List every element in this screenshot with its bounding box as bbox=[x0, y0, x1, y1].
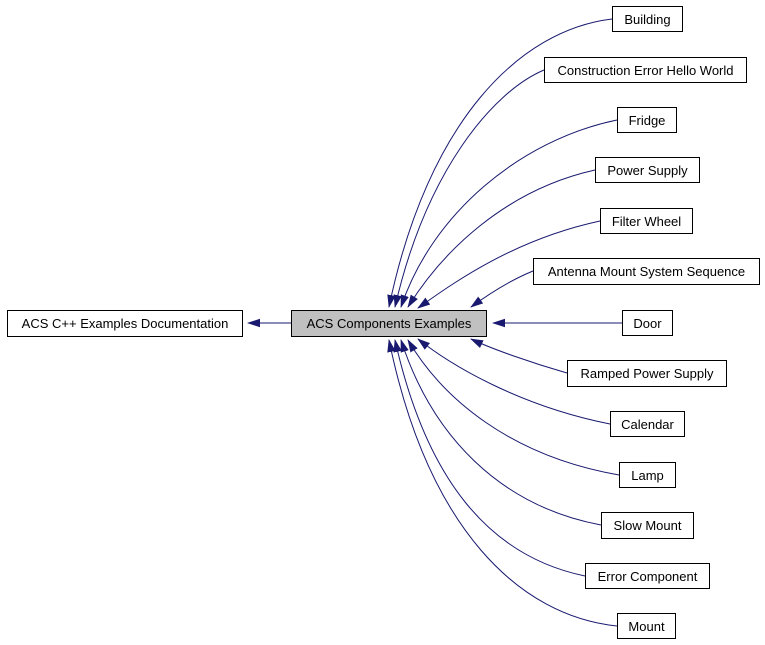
node-label: Ramped Power Supply bbox=[580, 366, 714, 381]
node-label: Mount bbox=[628, 618, 665, 634]
node-calendar[interactable]: Calendar bbox=[610, 411, 685, 437]
node-label: Power Supply bbox=[607, 162, 688, 178]
edge-fridge-to-center bbox=[400, 119, 618, 308]
node-error-component[interactable]: Error Component bbox=[585, 563, 710, 589]
node-label: Door bbox=[633, 315, 662, 331]
edge-mount-to-center bbox=[387, 339, 618, 627]
node-door[interactable]: Door bbox=[622, 310, 673, 336]
node-label: ACS Components Examples bbox=[306, 316, 472, 331]
node-label: Filter Wheel bbox=[611, 213, 682, 229]
node-construction-error-hello-world[interactable]: Construction Error Hello World bbox=[544, 57, 747, 83]
node-label: Antenna Mount System Sequence bbox=[547, 264, 746, 279]
edge-building-to-center bbox=[387, 18, 613, 308]
node-label: Error Component bbox=[597, 568, 698, 584]
node-label: Calendar bbox=[621, 416, 674, 432]
edge-ramped-power-supply-to-center bbox=[470, 338, 568, 374]
edge-filter-wheel-to-center bbox=[417, 220, 601, 309]
node-label: Fridge bbox=[628, 112, 666, 128]
node-label: Construction Error Hello World bbox=[557, 62, 734, 78]
node-acs-components-examples[interactable]: ACS Components Examples bbox=[291, 310, 487, 337]
node-filter-wheel[interactable]: Filter Wheel bbox=[600, 208, 693, 234]
node-label: ACS C++ Examples Documentation bbox=[21, 316, 229, 331]
edge-calendar-to-center bbox=[417, 338, 611, 425]
node-label: Building bbox=[624, 11, 671, 27]
edge-construction-error-hello-world-to-center bbox=[393, 69, 545, 308]
node-mount[interactable]: Mount bbox=[617, 613, 676, 639]
node-ramped-power-supply[interactable]: Ramped Power Supply bbox=[567, 360, 727, 387]
edge-error-component-to-center bbox=[393, 339, 586, 577]
edge-antenna-mount-system-sequence-to-center bbox=[470, 270, 534, 308]
node-fridge[interactable]: Fridge bbox=[617, 107, 677, 133]
node-lamp[interactable]: Lamp bbox=[619, 462, 676, 488]
node-label: Slow Mount bbox=[613, 518, 682, 533]
node-label: Lamp bbox=[631, 467, 664, 483]
node-antenna-mount-system-sequence[interactable]: Antenna Mount System Sequence bbox=[533, 258, 760, 285]
node-slow-mount[interactable]: Slow Mount bbox=[601, 512, 694, 539]
node-power-supply[interactable]: Power Supply bbox=[595, 157, 700, 183]
edge-lamp-to-center bbox=[407, 339, 620, 476]
node-acs-cpp-examples-documentation[interactable]: ACS C++ Examples Documentation bbox=[7, 310, 243, 337]
node-building[interactable]: Building bbox=[612, 6, 683, 32]
edge-power-supply-to-center bbox=[407, 169, 596, 308]
edge-slow-mount-to-center bbox=[400, 339, 602, 526]
